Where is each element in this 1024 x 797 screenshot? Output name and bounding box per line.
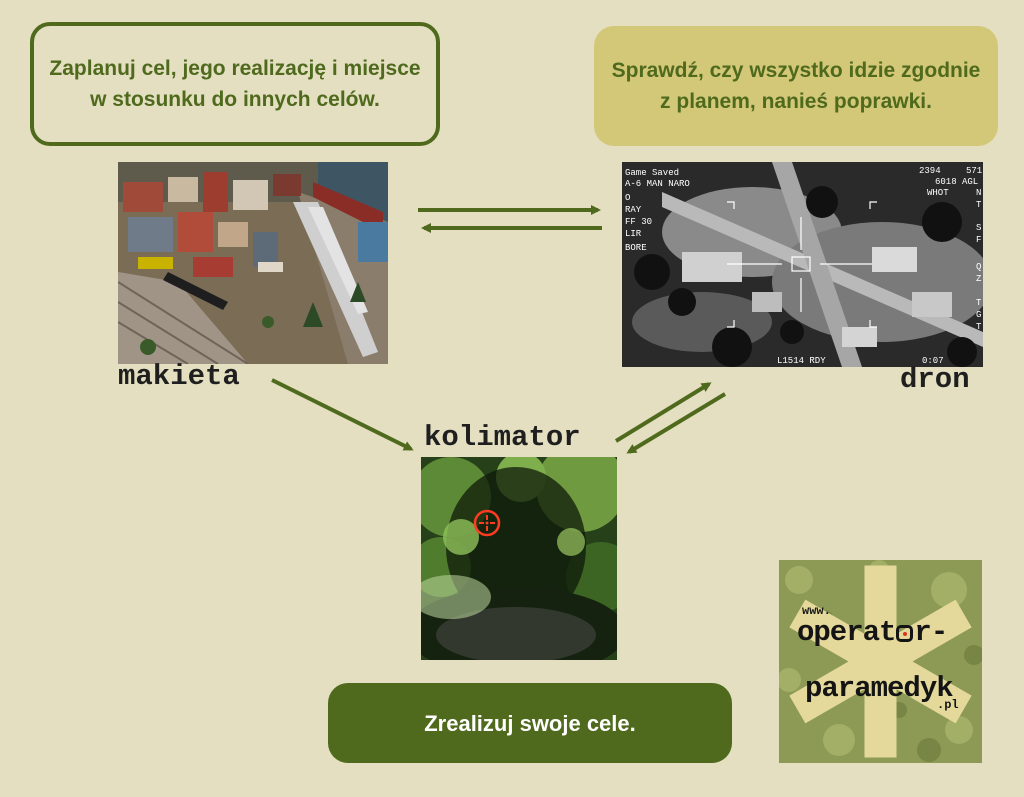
makieta-label: makieta <box>118 360 240 393</box>
logo-scope-icon <box>896 625 914 642</box>
hud-right-3: F <box>976 235 981 245</box>
operator-paramedyk-logo: www. operat r- paramedyk .pl <box>779 560 982 763</box>
arrow-drone-to-collimator <box>626 392 727 454</box>
logo-pl: .pl <box>937 698 959 712</box>
hud-top-right-2: 571 <box>966 166 982 176</box>
realize-text: Zrealizuj swoje cele. <box>424 710 636 736</box>
drone-thermal-image: Game Saved A-6 MAN NARO 2394 571 6018 AG… <box>622 162 983 367</box>
arrow-collimator-to-drone <box>614 382 712 443</box>
model-railway-image <box>118 162 388 364</box>
kolimator-label: kolimator <box>424 421 581 454</box>
hud-right-4: Q <box>976 262 981 272</box>
collimator-sight-image <box>421 457 617 660</box>
hud-right-5: Z <box>976 274 982 284</box>
hud-right-0: N <box>976 188 981 198</box>
hud-bottom-left: L1514 RDY <box>777 356 826 366</box>
hud-left-4: BORE <box>625 243 647 253</box>
hud-agl: 6018 AGL <box>935 177 978 187</box>
hud-right-7: G <box>976 310 981 320</box>
hud-left-1: RAY <box>625 205 642 215</box>
realize-box: Zrealizuj swoje cele. <box>328 683 732 763</box>
hud-left-2: FF 30 <box>625 217 652 227</box>
logo-www: www. <box>802 604 831 618</box>
hud-right-8: T <box>976 322 982 332</box>
check-box: Sprawdź, czy wszystko idzie zgodnie z pl… <box>594 26 998 146</box>
hud-left-0: O <box>625 193 630 203</box>
logo-paramedyk: paramedyk <box>805 672 954 705</box>
arrow-model-to-collimator <box>271 378 414 451</box>
check-text: Sprawdź, czy wszystko idzie zgodnie z pl… <box>611 59 981 113</box>
dron-label: dron <box>900 363 970 396</box>
logo-operator-a: operat <box>797 616 896 649</box>
hud-right-1: T <box>976 200 982 210</box>
hud-right-2: S <box>976 223 981 233</box>
logo-operator: operat r- <box>797 616 948 649</box>
hud-bottom-right: 0:07 <box>922 356 944 366</box>
hud-right-6: T <box>976 298 982 308</box>
hud-game-saved: Game Saved <box>625 168 679 178</box>
hud-whot: WHOT <box>927 188 949 198</box>
logo-operator-b: r- <box>914 616 948 649</box>
plan-text: Zaplanuj cel, jego realizację i miejsce … <box>49 57 421 111</box>
hud-left-3: LIR <box>625 229 642 239</box>
plan-box: Zaplanuj cel, jego realizację i miejsce … <box>30 22 440 146</box>
hud-mode-line: A-6 MAN NARO <box>625 179 690 189</box>
hud-top-right-1: 2394 <box>919 166 941 176</box>
